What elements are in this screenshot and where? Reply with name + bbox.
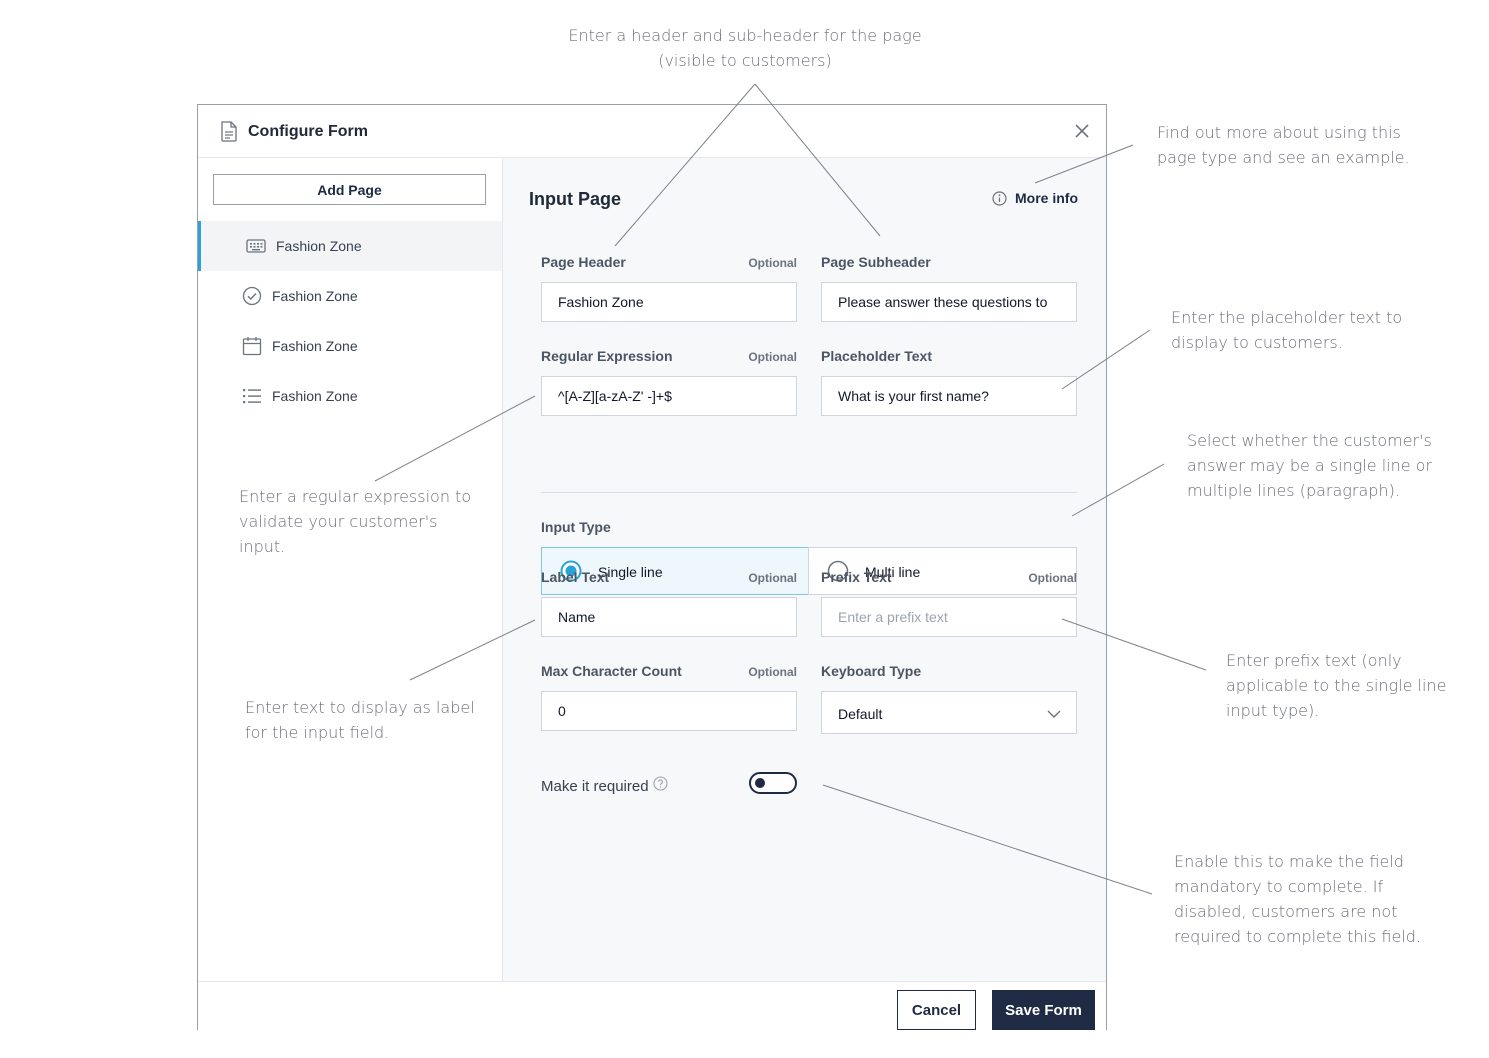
annotation-line: Enable this to make the field [1174, 852, 1404, 871]
annotation-line: applicable to the single line [1226, 676, 1447, 695]
optional-label: Optional [748, 665, 797, 679]
radio-selected-icon [560, 560, 582, 582]
annotation-header: Enter a header and sub-header for the pa… [560, 23, 930, 73]
annotation-line: input. [239, 537, 286, 556]
annotation-line: page type and see an example. [1157, 148, 1410, 167]
annotation-placeholder: Enter the placeholder text to display to… [1171, 305, 1402, 355]
keyboard-type-select[interactable]: Default [821, 691, 1077, 734]
label-text-input[interactable] [541, 597, 797, 637]
page-header-label: Page Header [541, 254, 626, 270]
help-icon[interactable] [653, 776, 668, 791]
sidebar-item-label: Fashion Zone [272, 338, 358, 354]
sidebar: Add Page Fashion Zone Fashion Zone [198, 158, 503, 981]
page-header-input[interactable] [541, 282, 797, 322]
annotation-line: Enter a header and sub-header for the pa… [568, 26, 922, 45]
page-subheader-input[interactable] [821, 282, 1077, 322]
annotation-label: Enter text to display as label for the i… [245, 695, 475, 745]
annotation-line: input type). [1226, 701, 1320, 720]
single-line-label: Single line [598, 564, 663, 580]
make-required-toggle[interactable] [749, 772, 797, 794]
annotation-line: Enter a regular expression to [239, 487, 472, 506]
placeholder-text-input[interactable] [821, 376, 1077, 416]
more-info-link[interactable]: More info [992, 190, 1078, 206]
make-required-label: Make it required [541, 778, 649, 795]
annotation-required: Enable this to make the field mandatory … [1174, 849, 1421, 949]
annotation-line: disabled, customers are not [1174, 902, 1398, 921]
keyboard-icon [246, 239, 266, 253]
annotation-regex: Enter a regular expression to validate y… [239, 484, 471, 559]
multi-line-label: Multi line [865, 564, 921, 580]
prefix-text-label: Prefix Text [821, 569, 892, 585]
max-character-count-input[interactable] [541, 691, 797, 731]
sidebar-item-label: Fashion Zone [272, 288, 358, 304]
sidebar-item-page-1[interactable]: Fashion Zone [198, 221, 502, 271]
annotation-line: answer may be a single line or [1187, 456, 1433, 475]
label-text-label: Label Text [541, 569, 610, 585]
annotation-line: Find out more about using this [1157, 123, 1401, 142]
annotation-line: for the input field. [245, 723, 390, 742]
keyboard-type-value: Default [838, 706, 883, 722]
annotation-line: Enter the placeholder text to [1171, 308, 1403, 327]
regular-expression-input[interactable] [541, 376, 797, 416]
dialog-footer: Cancel Save Form [198, 981, 1106, 1030]
toggle-knob [755, 778, 765, 788]
input-type-label: Input Type [541, 519, 611, 535]
optional-label: Optional [748, 350, 797, 364]
section-divider [541, 492, 1077, 493]
placeholder-text-label: Placeholder Text [821, 348, 933, 364]
document-icon [221, 121, 237, 142]
save-form-button[interactable]: Save Form [992, 990, 1095, 1030]
annotation-line: Select whether the customer's [1187, 431, 1432, 450]
calendar-icon [242, 337, 262, 356]
annotation-more-info: Find out more about using this page type… [1157, 120, 1410, 170]
dialog-header: Configure Form [198, 105, 1106, 158]
regular-expression-label: Regular Expression [541, 348, 673, 364]
annotation-line: Enter text to display as label [245, 698, 475, 717]
dialog-title: Configure Form [248, 123, 368, 140]
annotation-line: validate your customer's [239, 512, 438, 531]
page-title: Input Page [529, 189, 622, 209]
annotation-line: multiple lines (paragraph). [1187, 481, 1400, 500]
more-info-label: More info [1015, 190, 1078, 206]
annotation-line: (visible to customers) [658, 51, 832, 70]
chevron-down-icon [1047, 710, 1061, 718]
info-icon [992, 190, 1007, 206]
optional-label: Optional [748, 571, 797, 585]
keyboard-type-label: Keyboard Type [821, 663, 922, 679]
sidebar-item-label: Fashion Zone [272, 388, 358, 404]
input-type-single-line-option[interactable]: Single line [541, 547, 809, 595]
annotation-line: Enter prefix text (only [1226, 651, 1402, 670]
annotation-line: mandatory to complete. If [1174, 877, 1384, 896]
sidebar-item-page-3[interactable]: Fashion Zone [198, 321, 502, 371]
list-icon [243, 389, 261, 404]
input-page-panel: Input Page More info Page Header Optiona… [503, 158, 1106, 981]
input-type-multi-line-option[interactable]: Multi line [808, 547, 1077, 595]
sidebar-item-label: Fashion Zone [276, 238, 362, 254]
configure-form-dialog: Configure Form Add Page Fashion Zone [197, 104, 1107, 1030]
annotation-line: required to complete this field. [1174, 927, 1421, 946]
prefix-text-input[interactable] [821, 597, 1077, 637]
annotation-prefix: Enter prefix text (only applicable to th… [1226, 648, 1446, 723]
max-character-count-label: Max Character Count [541, 663, 682, 679]
cancel-button[interactable]: Cancel [897, 990, 976, 1030]
close-icon[interactable] [1070, 119, 1094, 143]
page-subheader-label: Page Subheader [821, 254, 931, 270]
optional-label: Optional [748, 256, 797, 270]
optional-label: Optional [1028, 571, 1077, 585]
annotation-input-type: Select whether the customer's answer may… [1187, 428, 1432, 503]
radio-unselected-icon [827, 560, 849, 582]
annotation-line: display to customers. [1171, 333, 1343, 352]
sidebar-item-page-2[interactable]: Fashion Zone [198, 271, 502, 321]
sidebar-item-page-4[interactable]: Fashion Zone [198, 371, 502, 421]
add-page-button[interactable]: Add Page [213, 174, 486, 205]
check-circle-icon [242, 286, 262, 306]
